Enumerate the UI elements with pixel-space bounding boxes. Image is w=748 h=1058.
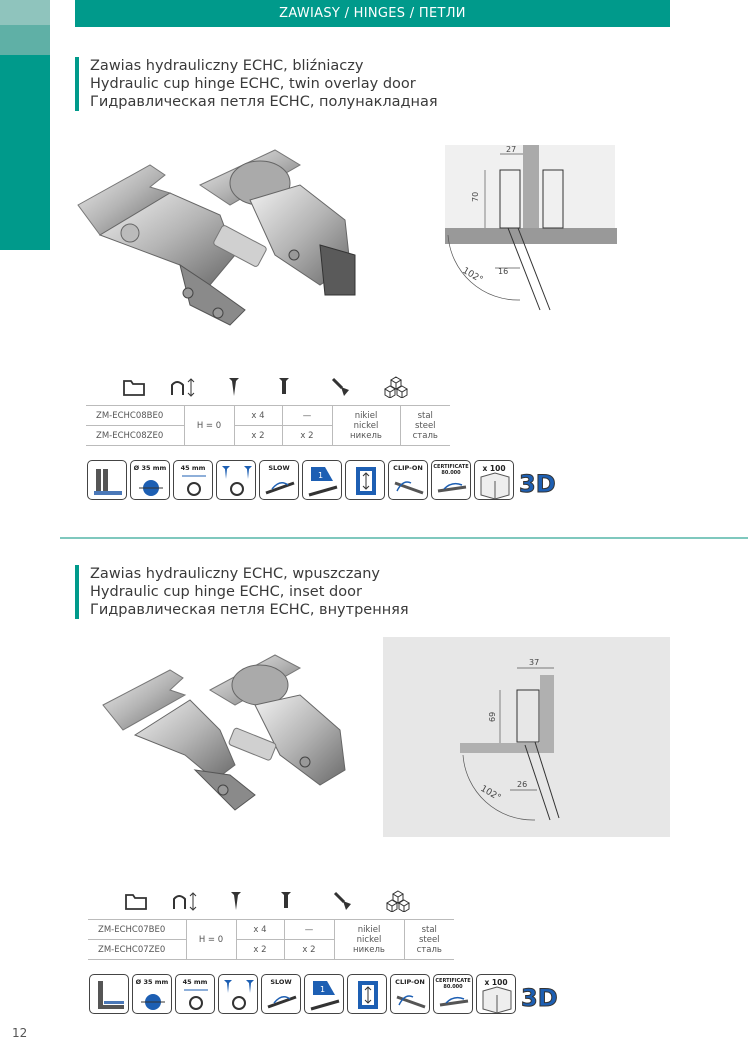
svg-text:3D: 3D: [521, 984, 558, 1012]
product-2-spec-table: ZM-ECHC07BE0 H = 0 x 4 — nikiel nickel н…: [88, 919, 454, 960]
pack-quantity-icon: x 100: [476, 974, 516, 1014]
certificate-icon: CERTIFICATE 80.000: [433, 974, 473, 1014]
one-step-mount-icon: 1: [304, 974, 344, 1014]
wood-screw-icon: [212, 887, 260, 915]
product-1-material: stal steel сталь: [399, 405, 450, 446]
finish-brush-icon: [310, 373, 372, 401]
screw-mount-icon: [216, 460, 256, 500]
page-number: 12: [12, 1026, 28, 1040]
side-strip-mid: [0, 25, 50, 55]
side-strip-accent: [0, 55, 50, 250]
finish-brush-icon: [312, 887, 374, 915]
one-step-mount-icon: 1: [302, 460, 342, 500]
product-1-screws-b-2: x 2: [281, 425, 332, 446]
product-2-code-2: ZM-ECHC07ZE0: [88, 939, 186, 960]
product-1-code-2: ZM-ECHC08ZE0: [86, 425, 184, 446]
certificate-icon: CERTIFICATE 80.000: [431, 460, 471, 500]
product-2-angle: 102°: [479, 784, 503, 804]
material-cubes-icon: [372, 373, 420, 401]
product-2-diagram-panel: [383, 637, 670, 837]
product-2-material: stal steel сталь: [403, 919, 454, 960]
product-2-table-header: [112, 887, 422, 915]
product-2-title: Zawias hydrauliczny ECHC, wpuszczany Hyd…: [75, 565, 409, 619]
product-1-screws-a-1: x 4: [233, 405, 282, 426]
height-adjustment-icon: [345, 460, 385, 500]
product-1-feature-icons: Ø 35 mm 45 mm SLOW 1 CLIP-ON CERTIFICATE…: [87, 460, 557, 500]
side-strip-light: [0, 0, 50, 25]
product-2-screws-b-1: —: [283, 919, 334, 940]
cup-diameter-icon: Ø 35 mm: [132, 974, 172, 1014]
svg-text:3D: 3D: [519, 470, 556, 498]
inset-mount-icon: [89, 974, 129, 1014]
euro-screw-icon: [260, 887, 312, 915]
height-adjustment-icon: [347, 974, 387, 1014]
product-2-title-ru: Гидравлическая петля ECHC, внутренняя: [90, 602, 409, 618]
material-cubes-icon: [374, 887, 422, 915]
product-1-title-ru: Гидравлическая петля ECHC, полунакладная: [90, 94, 438, 110]
product-2-height: H = 0: [185, 919, 236, 960]
product-2-screws-a-2: x 2: [235, 939, 284, 960]
screw-mount-icon: [218, 974, 258, 1014]
3d-model-icon[interactable]: 3D: [517, 460, 557, 500]
product-1-spec-table: ZM-ECHC08BE0 H = 0 x 4 — nikiel nickel н…: [86, 405, 450, 446]
pack-quantity-icon: x 100: [474, 460, 514, 500]
product-1-mounting-diagram: 27 70 16 102°: [445, 145, 617, 311]
product-1-dim-side: 70: [471, 192, 480, 202]
soft-close-icon: SLOW: [259, 460, 299, 500]
euro-screw-icon: [258, 373, 310, 401]
product-2-title-pl: Zawias hydrauliczny ECHC, wpuszczany: [90, 566, 380, 582]
product-2-dim-bottom: 26: [517, 780, 527, 789]
product-2-finish: nikiel nickel никель: [333, 919, 404, 960]
product-1-hinge-photo: [77, 149, 356, 326]
product-1-finish: nikiel nickel никель: [331, 405, 400, 446]
product-1-dim-bottom: 16: [498, 267, 508, 276]
product-2-hinge-photo: [102, 654, 346, 811]
product-1-angle: 102°: [461, 266, 485, 286]
product-1-title: Zawias hydrauliczny ECHC, bliźniaczy Hyd…: [75, 57, 438, 111]
product-1-dim-top: 27: [506, 145, 516, 154]
cup-diameter-icon: Ø 35 mm: [130, 460, 170, 500]
section-header: ZAWIASY / HINGES / ПЕТЛИ: [75, 0, 670, 27]
height-adjust-icon: [160, 887, 212, 915]
product-2-dim-top: 37: [529, 658, 539, 667]
product-2-feature-icons: Ø 35 mm 45 mm SLOW 1 CLIP-ON CERTIFICATE…: [89, 974, 559, 1014]
soft-close-icon: SLOW: [261, 974, 301, 1014]
height-adjust-icon: [158, 373, 210, 401]
product-1-title-en: Hydraulic cup hinge ECHC, twin overlay d…: [90, 76, 416, 92]
folder-icon: [112, 887, 160, 915]
product-2-title-en: Hydraulic cup hinge ECHC, inset door: [90, 584, 362, 600]
product-1-height: H = 0: [183, 405, 234, 446]
section-divider: [60, 537, 748, 539]
svg-text:1: 1: [320, 985, 325, 994]
wood-screw-icon: [210, 373, 258, 401]
clip-on-icon: CLIP-ON: [388, 460, 428, 500]
folder-icon: [110, 373, 158, 401]
product-2-mounting-diagram: 37 69 26 102°: [460, 658, 560, 821]
product-1-screws-b-1: —: [281, 405, 332, 426]
inset-mount-icon: [87, 460, 127, 500]
svg-text:1: 1: [318, 471, 323, 480]
cup-distance-icon: 45 mm: [175, 974, 215, 1014]
product-2-screws-b-2: x 2: [283, 939, 334, 960]
product-1-table-header: [110, 373, 420, 401]
clip-on-icon: CLIP-ON: [390, 974, 430, 1014]
product-2-screws-a-1: x 4: [235, 919, 284, 940]
3d-model-icon[interactable]: 3D: [519, 974, 559, 1014]
product-1-code-1: ZM-ECHC08BE0: [86, 405, 184, 426]
cup-distance-icon: 45 mm: [173, 460, 213, 500]
product-1-title-pl: Zawias hydrauliczny ECHC, bliźniaczy: [90, 58, 364, 74]
product-2-dim-side: 69: [488, 712, 497, 722]
product-1-screws-a-2: x 2: [233, 425, 282, 446]
product-2-code-1: ZM-ECHC07BE0: [88, 919, 186, 940]
